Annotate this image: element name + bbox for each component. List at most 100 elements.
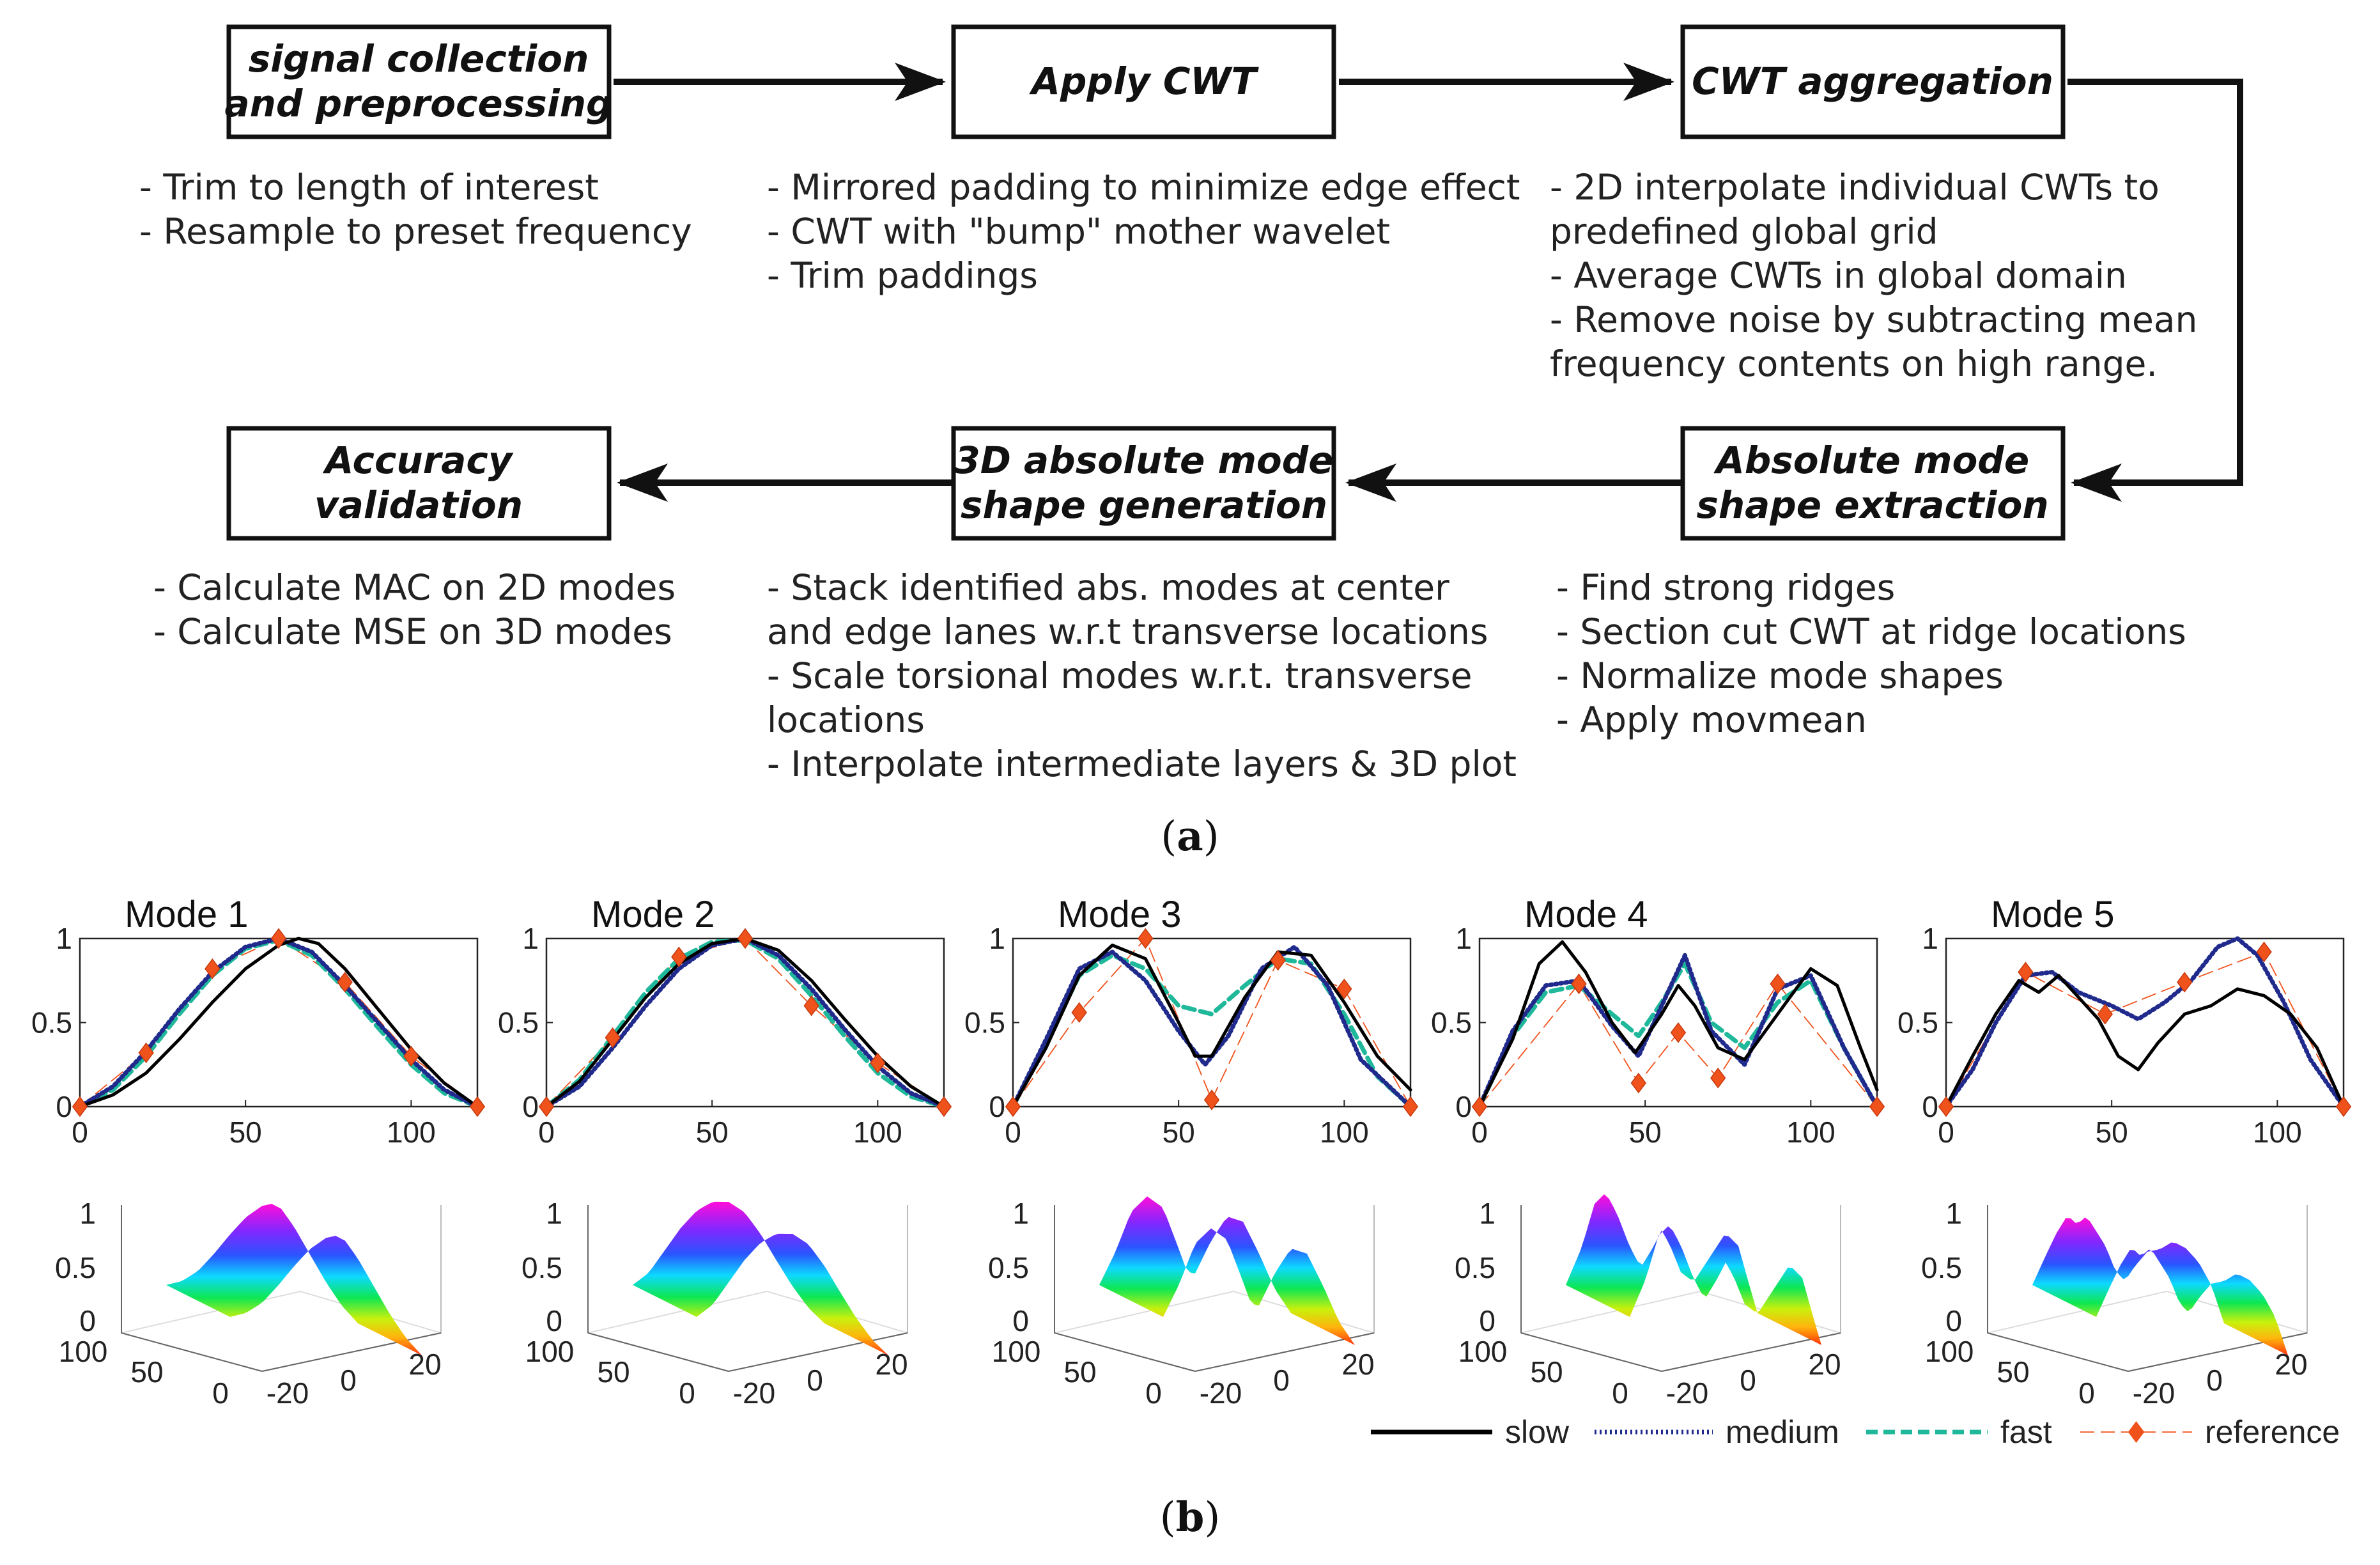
y-tick-label: 0.5 (1897, 1006, 1938, 1039)
surface-width-tick: 20 (2275, 1348, 2307, 1381)
box-acc-line1: Accuracy (322, 439, 513, 482)
x-tick-label: 50 (2096, 1116, 2128, 1149)
surface-z-tick: 0.5 (1455, 1251, 1495, 1284)
series-medium (1010, 944, 1413, 1109)
surface-width-tick: 0 (807, 1364, 823, 1397)
reference-marker (1770, 973, 1786, 995)
y-tick-label: 0 (1455, 1090, 1472, 1123)
surface-width-tick: -20 (1666, 1376, 1708, 1410)
note-signal-2: - Resample to preset frequency (139, 211, 692, 252)
y-tick-label: 1 (989, 922, 1005, 955)
note-abs-1: - Find strong ridges (1556, 567, 1895, 608)
reference-marker (72, 1096, 88, 1117)
reference-marker (605, 1027, 621, 1048)
series-slow (1011, 944, 1412, 1109)
surface-z-tick: 1 (1479, 1197, 1495, 1230)
reference-marker (2335, 1096, 2352, 1117)
surface-depth-tick: 0 (679, 1376, 695, 1410)
surface-depth-tick: 100 (59, 1335, 108, 1368)
chart-title: Mode 5 (1991, 894, 2114, 935)
reference-marker (1138, 928, 1154, 949)
surface-z-tick: 1 (1012, 1197, 1029, 1230)
x-tick-label: 100 (1320, 1116, 1369, 1149)
surface-depth-tick: 50 (1063, 1355, 1096, 1389)
reference-marker (1670, 1022, 1687, 1043)
surface-width-tick: 20 (408, 1348, 441, 1381)
legend-reference-marker (2128, 1421, 2145, 1443)
surface-depth-axis (1987, 1332, 2129, 1372)
surface-ribbon (166, 1204, 422, 1355)
surface-width-tick: 20 (1341, 1348, 1374, 1381)
x-tick-label: 0 (1938, 1116, 1954, 1149)
notes-acc: - Calculate MAC on 2D modes - Calculate … (153, 567, 676, 652)
surface-width-axis (261, 1332, 442, 1372)
surface-width-axis (728, 1332, 908, 1372)
reference-marker (337, 972, 353, 993)
notes-abs: - Find strong ridges - Section cut CWT a… (1556, 567, 2186, 740)
surface-z-tick: 1 (79, 1197, 96, 1230)
reference-marker (2177, 972, 2193, 993)
box-cwt-aggregation: CWT aggregation (1680, 24, 2066, 139)
note-abs-3: - Normalize mode shapes (1556, 655, 2004, 696)
series-fast (1477, 962, 1880, 1109)
surface-depth-tick: 100 (992, 1335, 1041, 1368)
surface-depth-tick: 50 (1530, 1355, 1563, 1389)
surface-width-tick: 0 (2206, 1364, 2223, 1397)
reference-marker (1630, 1072, 1646, 1094)
surface-z-tick: 0.5 (55, 1251, 96, 1284)
x-tick-label: 50 (1163, 1116, 1195, 1149)
series-slow (1944, 974, 2345, 1109)
legend-label-slow: slow (1505, 1414, 1570, 1450)
surface-width-tick: -20 (1200, 1376, 1242, 1410)
surface-z-tick: 0 (1479, 1304, 1495, 1337)
note-gen3d-5: - Interpolate intermediate layers & 3D p… (767, 744, 1517, 784)
reference-marker (403, 1045, 419, 1067)
flowchart: signal collection and preprocessing Appl… (139, 24, 2243, 860)
reference-marker (870, 1052, 886, 1073)
caption-a: (a) (1161, 813, 1219, 860)
surface-ribbon (2032, 1217, 2288, 1355)
notes-gen3d: - Stack identified abs. modes at center … (767, 567, 1517, 784)
legend-label-reference: reference (2205, 1414, 2340, 1450)
surface-z-tick: 1 (1945, 1197, 1962, 1230)
box-agg-line1: CWT aggregation (1692, 59, 2053, 103)
surface-z-tick: 0 (1012, 1304, 1029, 1337)
surface-width-tick: -20 (733, 1376, 775, 1410)
note-acc-1: - Calculate MAC on 2D modes (153, 567, 676, 608)
surface-z-tick: 0.5 (522, 1251, 562, 1284)
note-cwt-1: - Mirrored padding to minimize edge effe… (767, 167, 1520, 208)
note-abs-4: - Apply movmean (1556, 699, 1867, 740)
reference-marker (1571, 973, 1587, 995)
y-tick-label: 0.5 (498, 1006, 539, 1039)
reference-marker (1402, 1096, 1419, 1117)
surface-z-tick: 0.5 (1921, 1251, 1962, 1284)
series-medium (1943, 936, 2346, 1109)
surface-depth-tick: 50 (130, 1355, 163, 1389)
surface-depth-axis (1054, 1332, 1196, 1372)
surface-depth-axis (587, 1332, 729, 1372)
reference-marker (1071, 1002, 1087, 1023)
box-cwt-line1: Apply CWT (1029, 59, 1259, 103)
note-gen3d-1: - Stack identified abs. modes at center (767, 567, 1449, 608)
reference-marker (469, 1096, 486, 1117)
surface-depth-tick: 0 (212, 1376, 229, 1410)
x-tick-label: 100 (1786, 1116, 1835, 1149)
y-tick-label: 0.5 (1431, 1006, 1472, 1039)
y-tick-label: 0.5 (31, 1006, 72, 1039)
reference-marker (2256, 941, 2272, 963)
y-tick-label: 1 (56, 922, 72, 955)
reference-marker (936, 1096, 952, 1117)
reference-marker (1471, 1096, 1488, 1117)
note-agg-2: predefined global grid (1550, 211, 1938, 252)
chart-title: Mode 4 (1524, 894, 1648, 935)
y-tick-label: 0.5 (964, 1006, 1005, 1039)
legend-label-fast: fast (2000, 1414, 2052, 1450)
box-3d-mode-shape-generation: 3D absolute mode shape generation (951, 426, 1336, 541)
